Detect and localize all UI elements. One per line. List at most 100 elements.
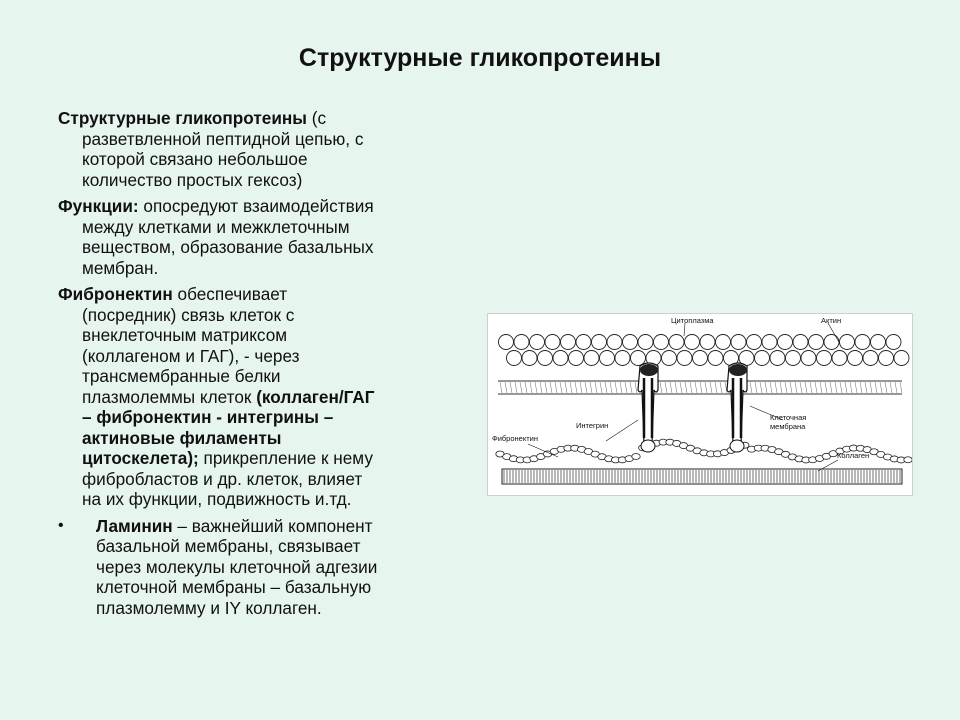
actin-bead xyxy=(692,350,708,366)
label-integrin: Интегрин xyxy=(576,421,608,430)
fibronectin-chain xyxy=(495,438,912,464)
actin-bead xyxy=(614,350,631,366)
actin-bead xyxy=(498,334,514,350)
diagram-svg: Цитоплазма Актин Интегрин Клеточная мемб… xyxy=(492,316,912,485)
actin-bead xyxy=(823,334,840,350)
text: прикрепление к нему xyxy=(198,448,373,468)
text-line: – фибронектин - интегрины – xyxy=(58,407,463,428)
actin-bead xyxy=(544,334,561,350)
actin-bead xyxy=(715,334,731,350)
actin-bead xyxy=(637,334,654,350)
text-line: плазмолемму и IY коллаген. xyxy=(96,597,322,618)
actin-bead xyxy=(661,350,677,366)
actin-filaments xyxy=(498,334,910,366)
label-fibronectin: Фибронектин xyxy=(492,434,538,443)
leader-lines xyxy=(527,322,841,472)
actin-bead xyxy=(839,334,855,350)
label-cell-membrane-line2: мембрана xyxy=(770,422,806,431)
slide-body: Структурные гликопротеины (с разветвленн… xyxy=(58,108,463,624)
actin-bead xyxy=(847,350,863,366)
text-line: количество простых гексоз) xyxy=(82,169,303,190)
label-cytoplasm: Цитоплазма xyxy=(671,316,714,325)
actin-bead xyxy=(707,350,724,366)
actin-bead xyxy=(885,334,902,350)
actin-bead xyxy=(862,350,879,366)
actin-bead xyxy=(699,334,716,350)
actin-bead xyxy=(521,350,538,366)
paragraph-fibronectin: Фибронектин обеспечивает (посредник) свя… xyxy=(58,284,463,510)
text-line: трансмембранные белки xyxy=(82,366,281,386)
actin-bead xyxy=(792,334,809,350)
actin-bead xyxy=(800,350,817,366)
actin-bead xyxy=(653,334,669,350)
actin-bead xyxy=(568,350,584,366)
text: – важнейший компонент xyxy=(172,515,373,536)
text-line: разветвленной пептидной цепью, с xyxy=(82,128,364,149)
actin-bead xyxy=(746,334,762,350)
term-functions: Функции: xyxy=(58,196,139,216)
collagen-fiber xyxy=(501,468,903,485)
slide-title: Структурные гликопротеины xyxy=(298,44,662,72)
text-line: между клетками и межклеточным xyxy=(82,216,350,237)
actin-bead xyxy=(808,334,824,350)
actin-bead xyxy=(878,350,894,366)
text-line: мембран. xyxy=(82,257,159,278)
text-line: внеклеточным матриксом xyxy=(82,325,288,345)
actin-bead xyxy=(668,334,685,350)
paragraph-functions: Функции: опосредуют взаимодействия между… xyxy=(58,196,463,278)
actin-bead xyxy=(552,350,569,366)
term-fibronectin: Фибронектин xyxy=(58,284,173,304)
text: опосредуют взаимодействия xyxy=(138,196,374,216)
text-bold: цитоскелета); xyxy=(82,448,199,468)
actin-bead xyxy=(537,350,553,366)
actin-bead xyxy=(529,334,545,350)
integrin-1 xyxy=(637,362,659,453)
actin-bead xyxy=(583,350,600,366)
integrin-2 xyxy=(726,362,748,453)
term-laminin: Ламинин xyxy=(96,515,173,536)
text-line: актиновые филаменты xyxy=(58,428,463,449)
actin-bead xyxy=(575,334,592,350)
text-line: плазмолеммы клеток (коллаген/ГАГ xyxy=(58,387,463,408)
text-line: на их функции, подвижность и.тд. xyxy=(82,489,352,509)
label-cell-membrane-line1: Клеточная xyxy=(770,413,806,422)
actin-bead xyxy=(854,334,871,350)
text-bold: – фибронектин - интегрины – xyxy=(82,407,334,427)
actin-bead xyxy=(606,334,623,350)
actin-bead xyxy=(730,334,747,350)
actin-bead xyxy=(831,350,848,366)
fibronectin-bead xyxy=(631,453,641,460)
text-line: (коллагеном и ГАГ), - через xyxy=(82,345,300,366)
fibronectin-bead xyxy=(903,456,912,464)
bullet-laminin: • Ламинин – важнейший компонент базально… xyxy=(58,516,463,619)
text: обеспечивает xyxy=(172,284,288,304)
actin-bead xyxy=(513,334,530,350)
actin-bead xyxy=(591,334,607,350)
actin-bead xyxy=(769,350,786,366)
text-line: веществом, образование базальных xyxy=(82,237,374,257)
text-line: клеточной мембраны – базальную xyxy=(96,577,372,597)
actin-bead xyxy=(893,350,910,366)
bullet-marker: • xyxy=(58,516,64,534)
text-line: фибробластов и др. клеток, влияет xyxy=(82,468,363,489)
actin-bead xyxy=(599,350,615,366)
paragraph-structural-glycoproteins: Структурные гликопротеины (с разветвленн… xyxy=(58,108,463,190)
text-line: базальной мембраны, связывает xyxy=(96,536,361,556)
actin-bead xyxy=(816,350,832,366)
text-line: (посредник) связь клеток с xyxy=(82,304,295,325)
term-structural-glycoproteins: Структурные гликопротеины xyxy=(58,108,307,128)
text: плазмолеммы клеток xyxy=(82,386,257,407)
actin-bead xyxy=(676,350,693,366)
text: (с xyxy=(306,108,327,128)
actin-bead xyxy=(785,350,801,366)
fibronectin-diagram: Цитоплазма Актин Интегрин Клеточная мемб… xyxy=(487,313,913,496)
actin-bead xyxy=(684,334,700,350)
actin-bead xyxy=(777,334,793,350)
text-line: цитоскелета); прикрепление к нему xyxy=(58,448,463,469)
label-collagen: Коллаген xyxy=(837,451,869,460)
actin-bead xyxy=(630,350,646,366)
cell-membrane xyxy=(498,380,903,395)
text-bold: (коллаген/ГАГ xyxy=(256,386,375,407)
actin-bead xyxy=(761,334,778,350)
text-line: которой связано небольшое xyxy=(82,149,308,169)
